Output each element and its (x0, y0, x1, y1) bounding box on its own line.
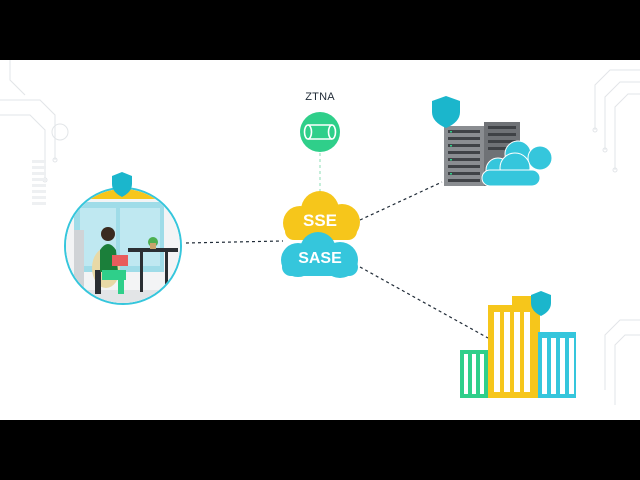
sse-label: SSE (302, 211, 338, 230)
sse-cloud (283, 191, 360, 240)
branch-office-node (460, 296, 576, 398)
striped-decoration-left (32, 160, 46, 205)
connector-sase-branch (359, 266, 489, 339)
remote-user-node (64, 187, 182, 305)
shield-icon (432, 96, 460, 128)
diagram-graphics (0, 60, 640, 405)
ztna-label: ZTNA (305, 91, 335, 103)
ztna-node (300, 112, 340, 152)
tunnel-icon (303, 124, 337, 140)
data-center-node (444, 122, 520, 186)
office-scene (66, 189, 180, 303)
datacenter-cloud (481, 140, 553, 187)
connectors (185, 181, 489, 339)
circuit-decoration-right (592, 69, 640, 405)
shield-icon (531, 291, 551, 316)
circuit-decoration-left (0, 60, 69, 183)
sase-label: SASE (298, 250, 342, 267)
shield-icon (112, 172, 132, 197)
connector-sse-datacenter (359, 181, 443, 221)
sase-cloud (281, 232, 358, 278)
person-figure (92, 227, 128, 294)
connector-user-sase (185, 240, 284, 244)
diagram-canvas: ZTNA SSE SASE (0, 60, 640, 420)
